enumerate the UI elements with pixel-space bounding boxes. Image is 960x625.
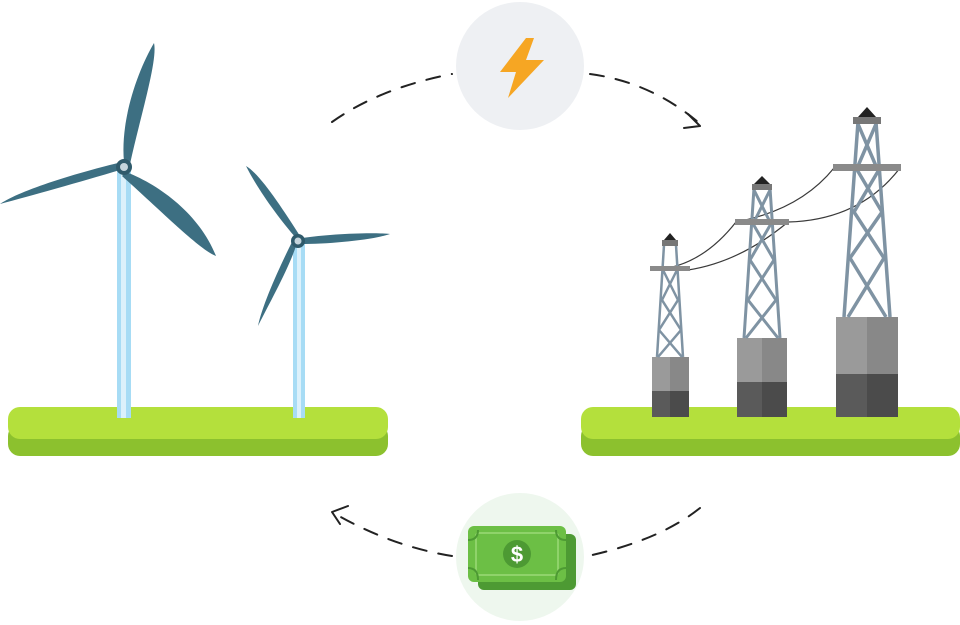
dollar-symbol: $ — [511, 542, 523, 567]
money-icon: $ — [467, 526, 576, 590]
power-grid — [581, 107, 960, 456]
wind-turbine-icon — [0, 43, 216, 418]
money-node: $ — [456, 493, 584, 621]
transmission-tower-icon — [735, 176, 789, 417]
transmission-tower-icon — [833, 107, 901, 417]
lightning-node — [456, 2, 584, 130]
lightning-bolt-icon — [500, 38, 544, 98]
wind-turbine-icon — [246, 166, 390, 418]
energy-arrowhead — [683, 113, 701, 129]
grass-platform-left — [8, 407, 388, 456]
transmission-tower-icon — [650, 233, 690, 417]
wind-farm — [0, 43, 390, 456]
payment-arrowhead — [331, 505, 349, 525]
payment-flow-arrow — [331, 507, 701, 557]
